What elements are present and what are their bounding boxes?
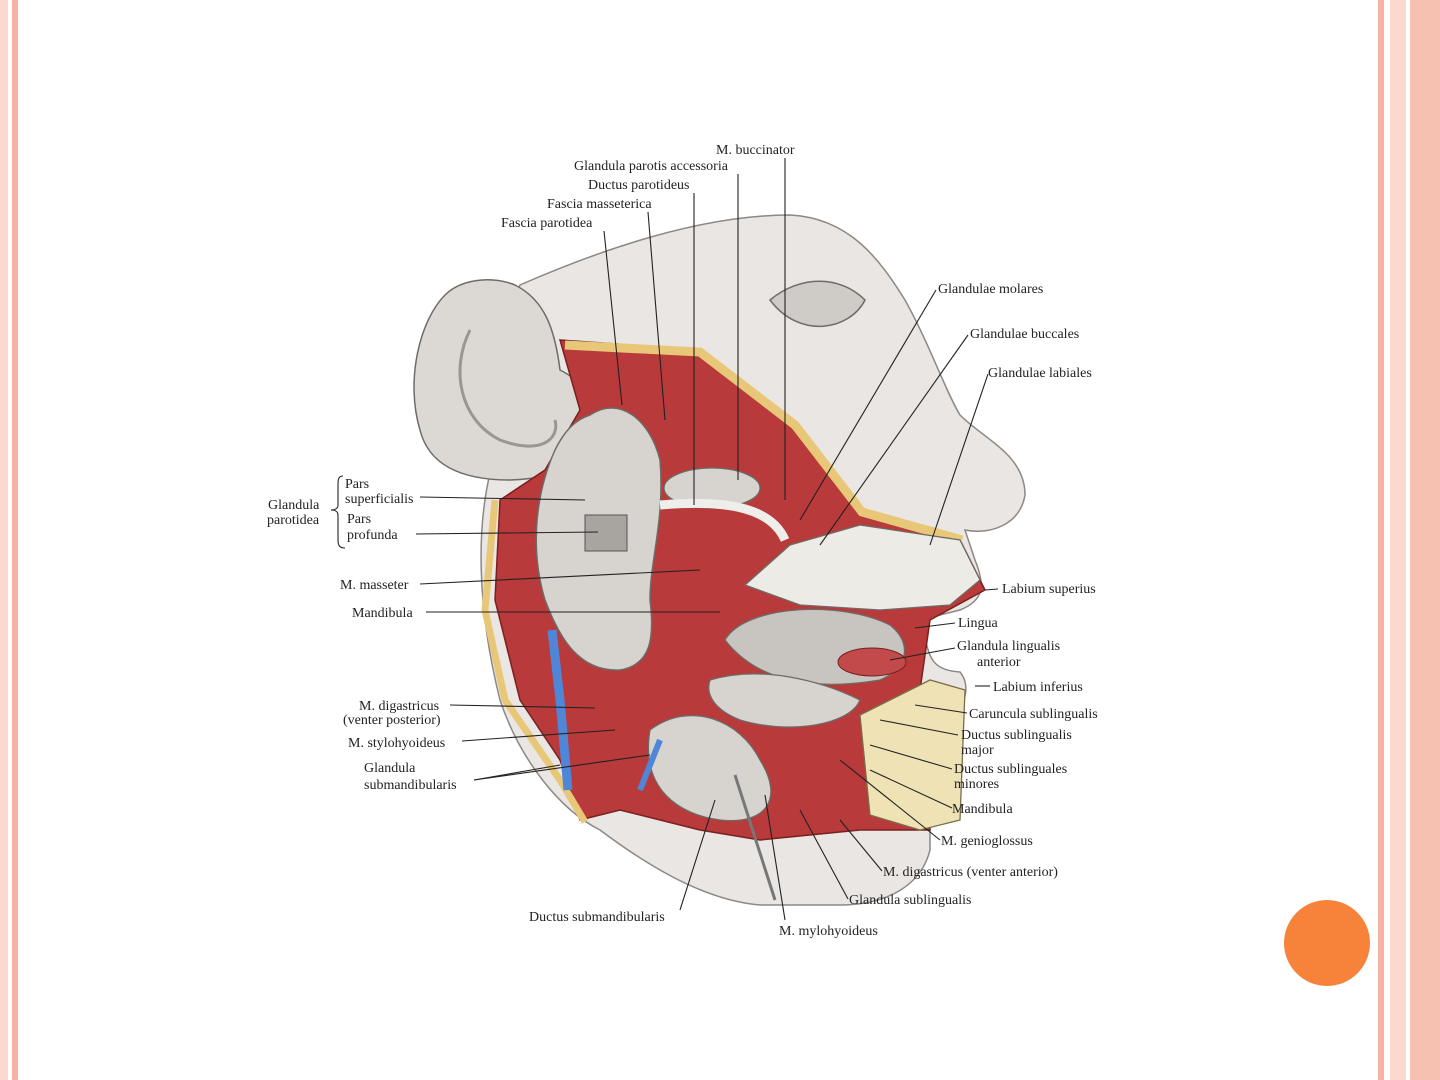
label-caruncula-sublingualis: Caruncula sublingualis (969, 707, 1098, 722)
label-mandibula-right: Mandibula (952, 802, 1013, 817)
label-ductus-submandibularis: Ductus submandibularis (529, 910, 665, 925)
label-fascia-parotidea: Fascia parotidea (501, 216, 593, 231)
label-lingua: Lingua (958, 616, 998, 631)
label-ductus-sublingualis-major-line1: Ductus sublingualis (961, 728, 1072, 743)
labels: M. buccinator Glandula parotis accessori… (267, 143, 1098, 939)
label-glandula-submandibularis-line1: Glandula (364, 761, 416, 776)
label-glandula-lingualis-line1: Glandula lingualis (957, 639, 1060, 654)
maxilla-section (743, 524, 981, 611)
fascia-border (564, 340, 964, 545)
slide-border-right-middle (1390, 0, 1406, 1080)
label-ductus-sublinguales-minores-line2: minores (954, 777, 999, 792)
label-glandula-lingualis-line2: anterior (977, 655, 1021, 670)
label-glandula-parotidea-line1: Glandula (268, 498, 320, 513)
label-glandula-parotidea-line2: parotidea (267, 513, 320, 528)
label-m-masseter: M. masseter (340, 578, 409, 593)
label-ductus-parotideus: Ductus parotideus (588, 178, 689, 193)
label-glandula-parotis-accessoria: Glandula parotis accessoria (574, 159, 729, 174)
label-labium-superius: Labium superius (1002, 582, 1096, 597)
label-m-buccinator: M. buccinator (716, 143, 795, 158)
label-ductus-sublingualis-major-line2: major (961, 743, 994, 758)
label-labium-inferius: Labium inferius (993, 680, 1083, 695)
label-glandula-submandibularis-line2: submandibularis (364, 778, 457, 793)
label-m-digastricus-posterior-line2: (venter posterior) (343, 713, 441, 728)
slide-border-right-inner (1378, 0, 1384, 1080)
leader-lines (330, 158, 999, 921)
label-glandulae-labiales: Glandulae labiales (988, 366, 1092, 381)
label-fascia-masseterica: Fascia masseterica (547, 197, 652, 212)
label-m-digastricus-posterior-line1: M. digastricus (359, 699, 439, 714)
mandible-section (859, 679, 966, 831)
slide-border-left-inner (12, 0, 18, 1080)
label-mandibula-left: Mandibula (352, 606, 413, 621)
head-illustration (413, 214, 1026, 906)
label-m-digastricus-anterior: M. digastricus (venter anterior) (883, 865, 1058, 880)
eye (768, 280, 866, 327)
label-pars-superficialis-line1: Pars (345, 477, 369, 492)
label-glandula-sublingualis: Glandula sublingualis (849, 893, 972, 908)
label-glandulae-buccales: Glandulae buccales (970, 327, 1079, 342)
slide-border-left-outer (0, 0, 8, 1080)
label-m-mylohyoideus: M. mylohyoideus (779, 924, 878, 939)
label-ductus-sublinguales-minores-line1: Ductus sublinguales (954, 762, 1067, 777)
label-m-genioglossus: M. genioglossus (941, 834, 1033, 849)
accent-circle (1284, 900, 1370, 986)
sublingual-gland (708, 673, 861, 728)
label-pars-profunda-line2: profunda (347, 528, 398, 543)
label-pars-superficialis-line2: superficialis (345, 492, 413, 507)
label-m-stylohyoideus: M. stylohyoideus (348, 736, 445, 751)
label-glandulae-molares: Glandulae molares (938, 282, 1043, 297)
vein (547, 629, 573, 791)
slide-border-right-outer (1410, 0, 1440, 1080)
label-pars-profunda-line1: Pars (347, 512, 371, 527)
